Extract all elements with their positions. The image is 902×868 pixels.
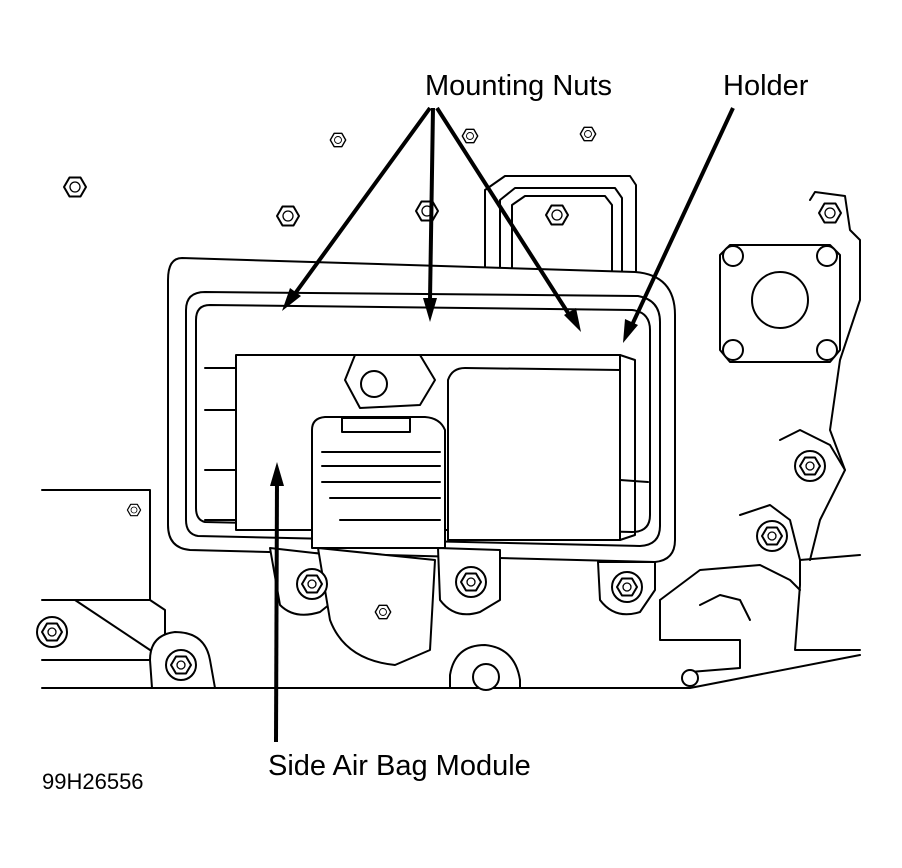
arrow-nut-left bbox=[292, 106, 432, 297]
arrow-module bbox=[274, 479, 279, 743]
label-holder: Holder bbox=[723, 70, 809, 102]
mounting-panel bbox=[41, 191, 861, 689]
label-side-air-bag-module: Side Air Bag Module bbox=[268, 750, 531, 782]
arrow-nut-right bbox=[435, 106, 572, 318]
figure-code: 99H26556 bbox=[42, 769, 144, 794]
callout-arrows bbox=[270, 106, 735, 743]
arrow-holder bbox=[630, 107, 735, 326]
side-air-bag-module bbox=[204, 354, 649, 549]
label-mounting-nuts: Mounting Nuts bbox=[425, 70, 612, 102]
arrow-nut-center bbox=[428, 107, 435, 301]
cover-plate bbox=[719, 244, 841, 363]
lower-lugs bbox=[149, 547, 656, 691]
